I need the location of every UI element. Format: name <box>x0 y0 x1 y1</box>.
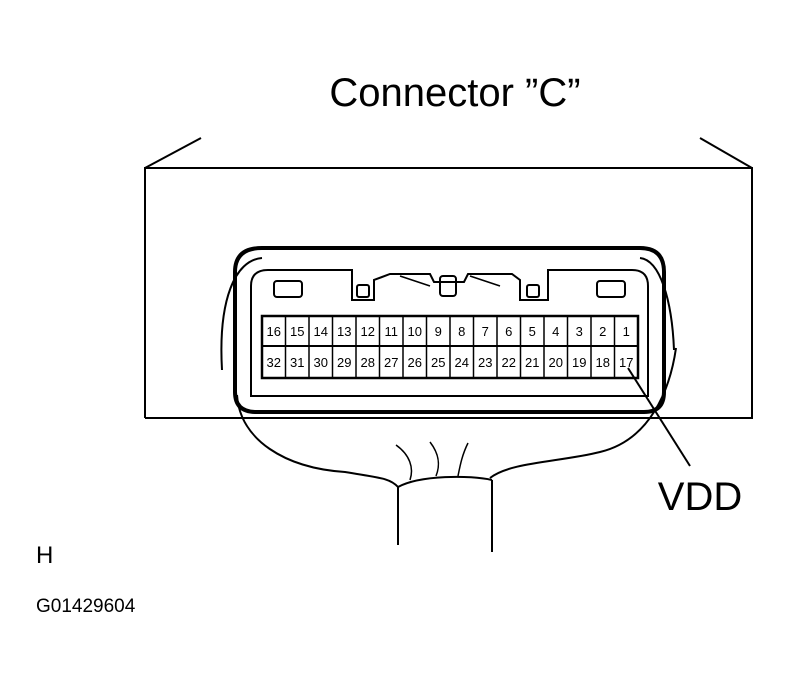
pin-25-label: 25 <box>431 355 445 370</box>
pin-26-label: 26 <box>408 355 422 370</box>
pin-18-label: 18 <box>596 355 610 370</box>
pin-13-label: 13 <box>337 324 351 339</box>
pin-12-label: 12 <box>361 324 375 339</box>
pin-2-label: 2 <box>599 324 606 339</box>
vdd-callout: VDD <box>627 367 742 519</box>
pin-6-label: 6 <box>505 324 512 339</box>
section-code: H <box>36 542 53 569</box>
component-body <box>144 137 753 419</box>
pin-19-label: 19 <box>572 355 586 370</box>
pin-32-label: 32 <box>267 355 281 370</box>
pin-30-label: 30 <box>314 355 328 370</box>
pin-8-label: 8 <box>458 324 465 339</box>
pin-15-label: 15 <box>290 324 304 339</box>
pin-4-label: 4 <box>552 324 559 339</box>
pin-27-label: 27 <box>384 355 398 370</box>
wire-harness <box>220 257 677 552</box>
figure-id: G01429604 <box>36 596 136 617</box>
pin-28-label: 28 <box>361 355 375 370</box>
vdd-label: VDD <box>658 475 742 519</box>
pin-10-label: 10 <box>408 324 422 339</box>
pin-1-label: 1 <box>623 324 630 339</box>
pin-7-label: 7 <box>482 324 489 339</box>
pin-20-label: 20 <box>549 355 563 370</box>
pin-5-label: 5 <box>529 324 536 339</box>
pin-11-label: 11 <box>385 324 399 339</box>
pin-3-label: 3 <box>576 324 583 339</box>
pin-17-label: 17 <box>619 355 633 370</box>
connector-title: Connector ”C” <box>329 71 580 115</box>
pin-9-label: 9 <box>435 324 442 339</box>
pin-24-label: 24 <box>455 355 469 370</box>
pin-29-label: 29 <box>337 355 351 370</box>
pin-16-label: 16 <box>267 324 281 339</box>
pin-21-label: 21 <box>525 355 539 370</box>
pin-22-label: 22 <box>502 355 516 370</box>
pin-31-label: 31 <box>290 355 304 370</box>
pin-23-label: 23 <box>478 355 492 370</box>
pin-14-label: 14 <box>314 324 328 339</box>
